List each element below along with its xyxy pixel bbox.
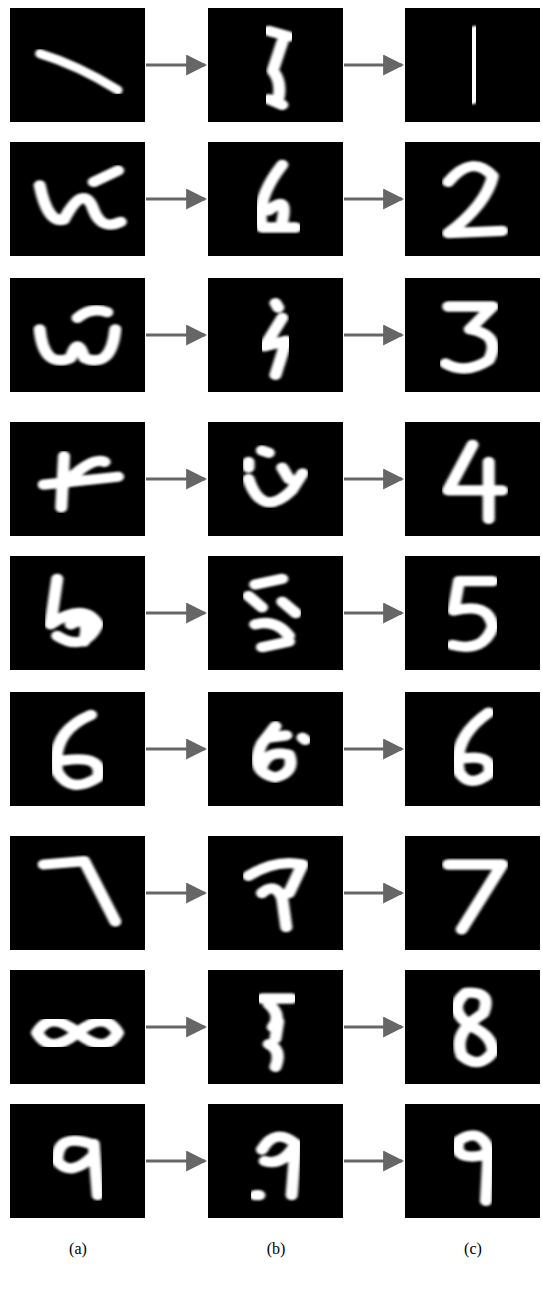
- arrow: [146, 198, 205, 201]
- digit-stroke: [265, 303, 287, 375]
- digit-tile: [405, 556, 540, 670]
- digit-stroke: [255, 1137, 296, 1196]
- digit-stroke: [458, 713, 490, 781]
- digit-stroke: [473, 31, 476, 99]
- arrow: [344, 892, 402, 895]
- arrow: [344, 612, 402, 615]
- digit-tile: [405, 422, 540, 536]
- digit-stroke: [448, 166, 502, 233]
- digit-tile: [405, 836, 540, 950]
- arrow: [344, 1026, 402, 1029]
- digit-stroke: [262, 999, 292, 1067]
- digit-stroke: [249, 579, 296, 647]
- digit-tile: [208, 422, 343, 536]
- digit-stroke: [249, 451, 303, 503]
- arrow: [344, 198, 402, 201]
- digit-stroke: [448, 445, 502, 519]
- digit-tile: [10, 836, 145, 950]
- digit-tile: [10, 278, 145, 392]
- arrow: [344, 64, 402, 67]
- arrow: [146, 1160, 205, 1163]
- arrow: [146, 334, 205, 337]
- digit-tile: [10, 970, 145, 1084]
- digit-stroke: [57, 1141, 98, 1196]
- digit-stroke: [44, 861, 116, 921]
- digit-stroke: [40, 310, 116, 360]
- digit-stroke: [40, 171, 121, 225]
- arrow: [146, 1026, 205, 1029]
- arrow: [146, 478, 205, 481]
- digit-tile: [405, 278, 540, 392]
- digit-stroke: [44, 456, 118, 507]
- digit-stroke: [261, 165, 296, 228]
- digit-tile: [10, 556, 145, 670]
- digit-tile: [208, 1104, 343, 1218]
- digit-stroke: [452, 581, 493, 647]
- digit-stroke: [40, 54, 118, 90]
- digit-stroke: [249, 863, 303, 927]
- digit-tile: [208, 278, 343, 392]
- digit-tile: [10, 8, 145, 122]
- digit-tile: [10, 692, 145, 806]
- digit-stroke: [51, 579, 98, 642]
- arrow: [146, 892, 205, 895]
- digit-tile: [208, 8, 343, 122]
- arrow: [344, 478, 402, 481]
- arrow: [146, 748, 205, 751]
- digit-tile: [405, 970, 540, 1084]
- digit-tile: [405, 8, 540, 122]
- digit-stroke: [448, 865, 502, 930]
- panel-label: (b): [267, 1240, 286, 1258]
- arrow: [344, 748, 402, 751]
- arrow: [146, 64, 205, 67]
- digit-tile: [208, 692, 343, 806]
- digit-tile: [405, 1104, 540, 1218]
- digit-stroke: [37, 1021, 118, 1044]
- digit-stroke: [258, 726, 306, 777]
- digit-stroke: [457, 993, 493, 1063]
- digit-tile: [208, 836, 343, 950]
- digit-stroke: [446, 307, 493, 369]
- panel-label: (a): [69, 1240, 87, 1258]
- arrow: [344, 334, 402, 337]
- digit-tile: [405, 692, 540, 806]
- digit-stroke: [56, 715, 98, 785]
- digit-stroke: [458, 1135, 489, 1201]
- arrow: [146, 612, 205, 615]
- digit-tile: [10, 422, 145, 536]
- digit-tile: [405, 142, 540, 256]
- digit-tile: [10, 1104, 145, 1218]
- arrow: [344, 1160, 402, 1163]
- digit-tile: [10, 142, 145, 256]
- digit-tile: [208, 970, 343, 1084]
- digit-stroke: [269, 31, 289, 105]
- digit-tile: [208, 142, 343, 256]
- digit-tile: [208, 556, 343, 670]
- panel-label: (c): [464, 1240, 482, 1258]
